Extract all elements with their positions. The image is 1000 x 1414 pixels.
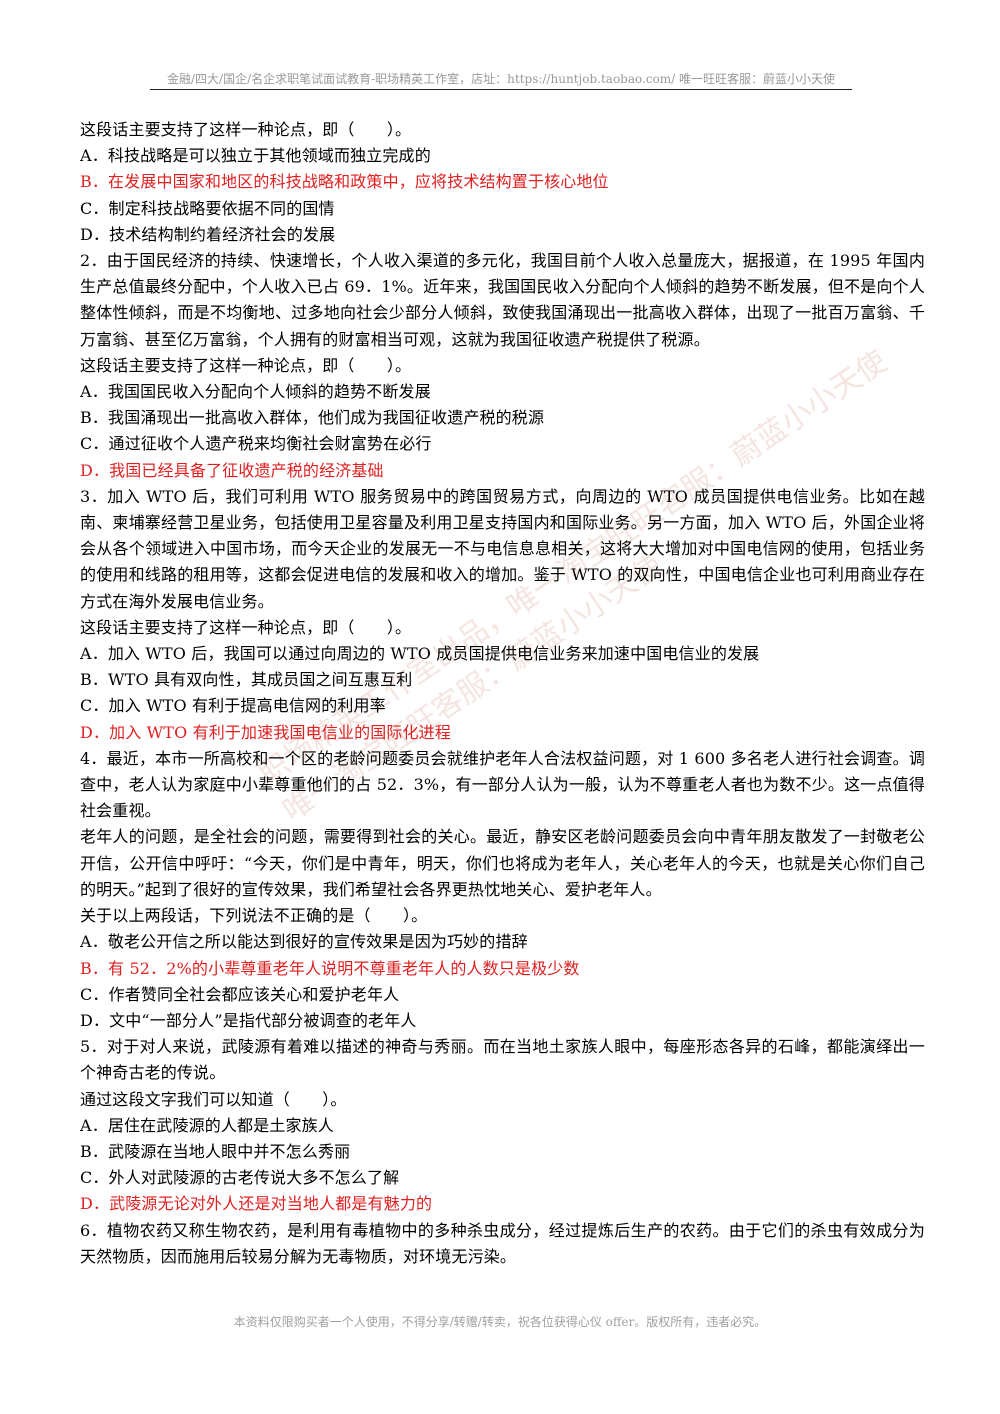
answer-option: B．在发展中国家和地区的科技战略和政策中，应将技术结构置于核心地位 [80,172,609,192]
answer-option: D．武陵源无论对外人还是对当地人都是有魅力的 [80,1194,433,1214]
answer-option: B．有 52．2%的小辈尊重老年人说明不尊重老年人的人数只是极少数 [80,958,580,978]
text-line: C．作者赞同全社会都应该关心和爱护老年人 [80,984,400,1004]
text-line: B．武陵源在当地人眼中并不怎么秀丽 [80,1141,351,1161]
header-rule [150,89,852,90]
question-paragraph: 5．对于对人来说，武陵源有着难以描述的神奇与秀丽。而在当地土家族人眼中，每座形态… [80,1037,925,1083]
question-paragraph: 4．最近，本市一所高校和一个区的老龄问题委员会就维护老年人合法权益问题，对 1 … [80,748,925,821]
answer-option: D．我国已经具备了征收遗产税的经济基础 [80,460,384,480]
page-header: 金融/四大/国企/名企求职笔试面试教育-职场精英工作室，店址：https://h… [166,72,836,86]
text-line: 这段话主要支持了这样一种论点，即（ ）。 [80,355,412,375]
page-footer: 本资料仅限购买者一个人使用，不得分享/转赠/转卖，祝各位获得心仪 offer。版… [233,1315,767,1329]
text-line: B．WTO 具有双向性，其成员国之间互惠互利 [80,670,413,690]
text-line: A．科技战略是可以独立于其他领域而独立完成的 [80,146,431,166]
text-line: 这段话主要支持了这样一种论点，即（ ）。 [80,617,412,637]
text-line: C．通过征收个人遗产税来均衡社会财富势在必行 [80,434,432,454]
question-paragraph: 3．加入 WTO 后，我们可利用 WTO 服务贸易中的跨国贸易方式，向周边的 W… [80,486,925,611]
text-line: 关于以上两段话，下列说法不正确的是（ ）。 [80,906,428,926]
question-paragraph: 老年人的问题，是全社会的问题，需要得到社会的关心。最近，静安区老龄问题委员会向中… [80,827,925,899]
text-line: B．我国涌现出一批高收入群体，他们成为我国征收遗产税的税源 [80,408,545,428]
text-line: D．技术结构制约着经济社会的发展 [80,224,336,244]
question-paragraph: 6．植物农药又称生物农药，是利用有毒植物中的多种杀虫成分，经过提炼后生产的农药。… [80,1220,925,1266]
text-line: D．文中“一部分人”是指代部分被调查的老年人 [80,1010,417,1030]
text-line: 这段话主要支持了这样一种论点，即（ ）。 [80,120,412,139]
text-line: C．加入 WTO 有利于提高电信网的利用率 [80,696,386,716]
text-line: 通过这段文字我们可以知道（ ）。 [80,1089,347,1109]
document-body: 这段话主要支持了这样一种论点，即（ ）。 A．科技战略是可以独立于其他领域而独立完… [80,117,925,1270]
text-line: C．外人对武陵源的古老传说大多不怎么了解 [80,1168,400,1188]
text-line: C．制定科技战略要依据不同的国情 [80,198,335,218]
text-line: A．居住在武陵源的人都是土家族人 [80,1115,334,1135]
question-paragraph: 2．由于国民经济的持续、快速增长，个人收入渠道的多元化，我国目前个人收入总量庞大… [80,251,925,349]
answer-option: D．加入 WTO 有利于加速我国电信业的国际化进程 [80,722,451,742]
text-line: A．我国国民收入分配向个人倾斜的趋势不断发展 [80,382,431,402]
text-line: A．加入 WTO 后，我国可以通过向周边的 WTO 成员国提供电信业务来加速中国… [80,644,760,664]
text-line: A．敬老公开信之所以能达到很好的宣传效果是因为巧妙的措辞 [80,932,528,952]
